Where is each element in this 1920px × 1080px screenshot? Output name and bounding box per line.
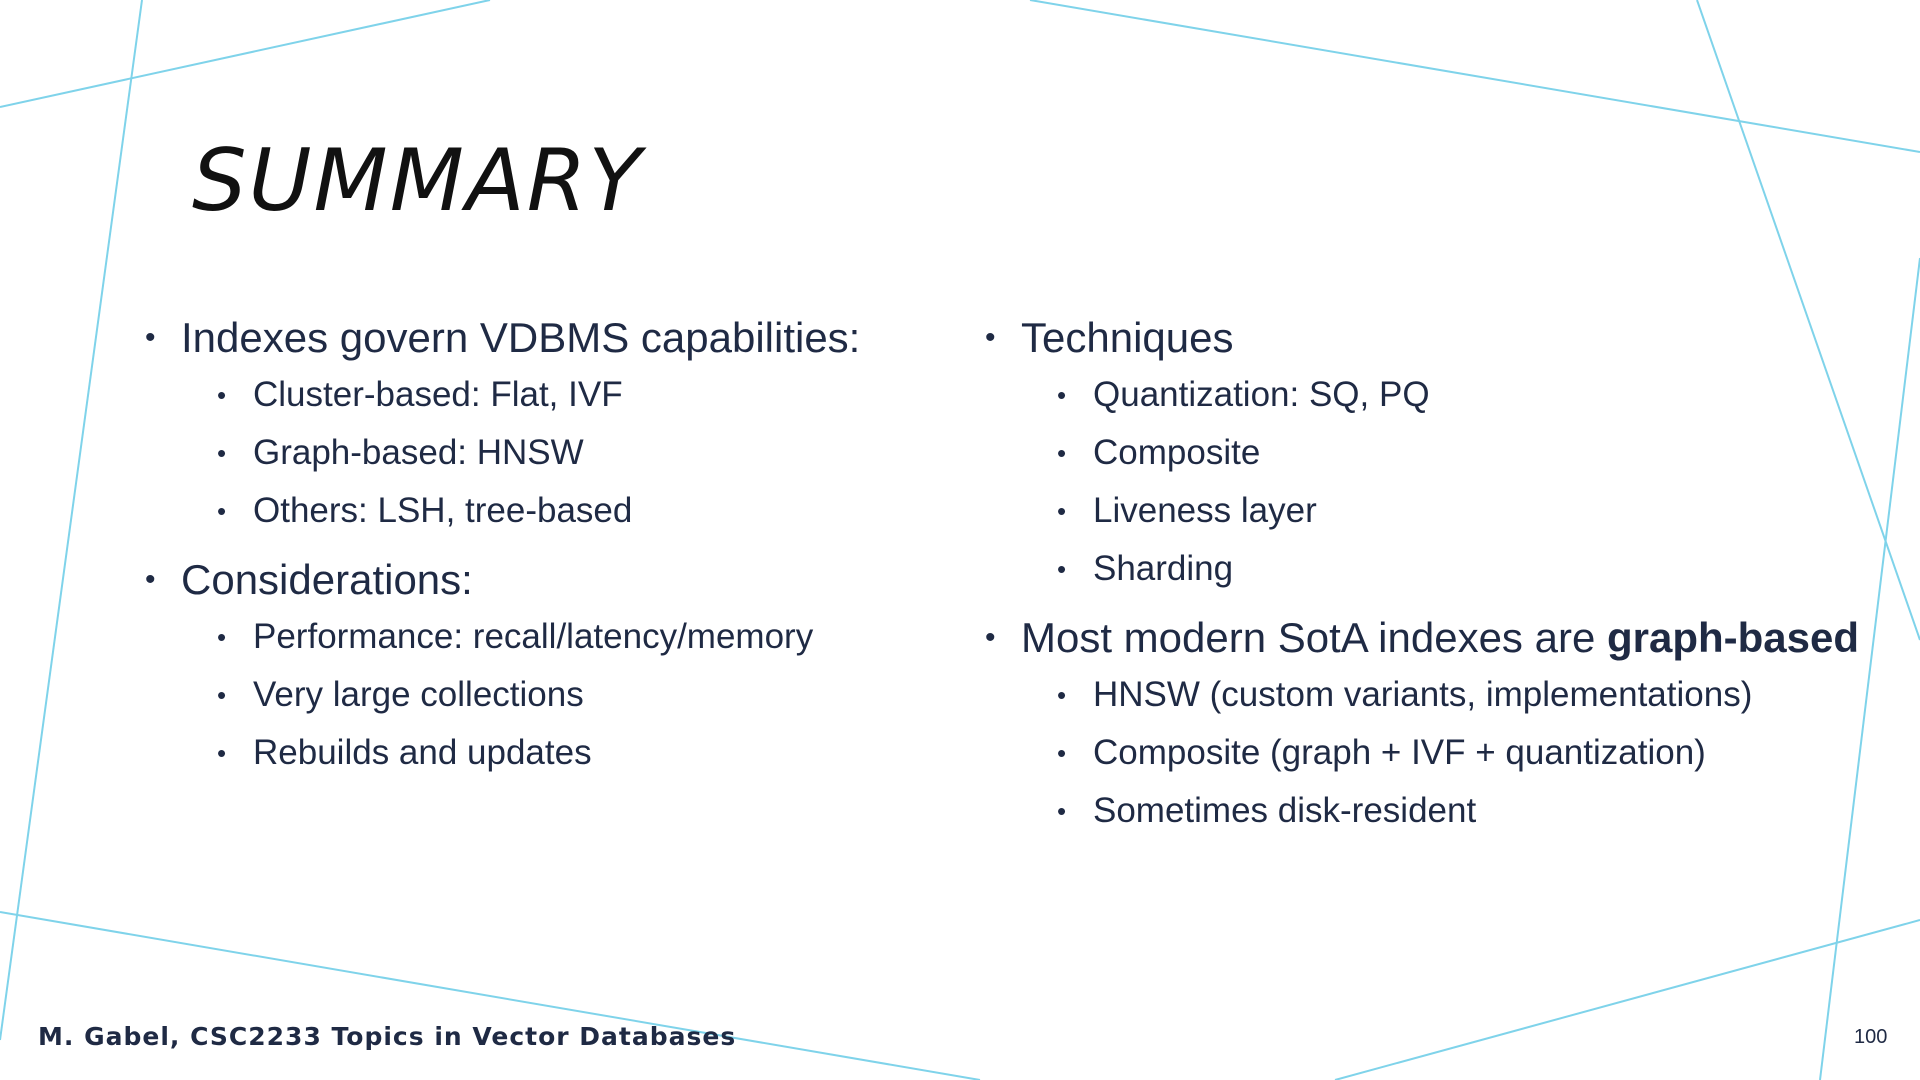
bullet-considerations: • Considerations:: [143, 552, 943, 608]
sub-bullet: • Others: LSH, tree-based: [143, 482, 943, 540]
bullet-marker: •: [217, 680, 227, 710]
bullet-indexes: • Indexes govern VDBMS capabilities:: [143, 310, 943, 366]
sub-bullet: • Composite (graph + IVF + quantization): [983, 724, 1903, 782]
bullet-indexes-label: Indexes govern VDBMS capabilities:: [181, 314, 861, 361]
slide-footer: M. Gabel, CSC2233 Topics in Vector Datab…: [38, 1022, 737, 1051]
bullet-marker: •: [217, 496, 227, 526]
sub-bullet-label: Performance: recall/latency/memory: [253, 617, 814, 656]
bullet-marker: •: [1057, 680, 1067, 710]
bullet-marker: •: [985, 321, 996, 354]
bullet-marker: •: [145, 563, 156, 596]
sub-bullet: • Very large collections: [143, 666, 943, 724]
sub-bullet-label: Very large collections: [253, 675, 584, 714]
sub-bullet: • HNSW (custom variants, implementations): [983, 666, 1903, 724]
sub-bullet-label: Sometimes disk-resident: [1093, 791, 1477, 830]
sub-bullet-label: Graph-based: HNSW: [253, 433, 584, 472]
sub-bullet: • Rebuilds and updates: [143, 724, 943, 782]
bullet-marker: •: [217, 438, 227, 468]
sub-bullet-label: Composite: [1093, 433, 1261, 472]
sub-bullet: • Liveness layer: [983, 482, 1903, 540]
sub-bullet-label: Liveness layer: [1093, 491, 1317, 530]
bullet-marker: •: [1057, 738, 1067, 768]
sub-bullet: • Composite: [983, 424, 1903, 482]
page-number: 100: [1854, 1026, 1888, 1048]
bullet-modern-label: Most modern SotA indexes are: [1021, 614, 1607, 661]
bullet-marker: •: [985, 621, 996, 654]
sub-bullet-label: Composite (graph + IVF + quantization): [1093, 733, 1706, 772]
sub-bullet: • Sharding: [983, 540, 1903, 598]
sub-bullet-label: Others: LSH, tree-based: [253, 491, 633, 530]
bullet-techniques-label: Techniques: [1021, 314, 1234, 361]
left-column: • Indexes govern VDBMS capabilities: • Clu…: [143, 310, 943, 782]
bullet-marker: •: [1057, 796, 1067, 826]
sub-bullet-label: Sharding: [1093, 549, 1234, 588]
sub-bullet-label: Cluster-based: Flat, IVF: [253, 375, 623, 414]
sub-bullet-label: Quantization: SQ, PQ: [1093, 375, 1430, 414]
bullet-marker: •: [1057, 438, 1067, 468]
bullet-marker: •: [1057, 496, 1067, 526]
bullet-marker: •: [1057, 380, 1067, 410]
sub-bullet: • Performance: recall/latency/memory: [143, 608, 943, 666]
sub-bullet-label: Rebuilds and updates: [253, 733, 592, 772]
bullet-modern-emphasis: graph-based: [1606, 614, 1860, 661]
sub-bullet: • Cluster-based: Flat, IVF: [143, 366, 943, 424]
bullet-marker: •: [145, 321, 156, 354]
sub-bullet-label: HNSW (custom variants, implementations): [1093, 675, 1753, 714]
slide-title: SUMMARY: [192, 131, 644, 231]
sub-bullet: • Sometimes disk-resident: [983, 782, 1903, 840]
bullet-marker: •: [217, 622, 227, 652]
sub-bullet: • Quantization: SQ, PQ: [983, 366, 1903, 424]
right-column: • Techniques • Quantization: SQ, PQ • Compo…: [983, 310, 1903, 840]
bullet-considerations-label: Considerations:: [181, 556, 473, 603]
sub-bullet: • Graph-based: HNSW: [143, 424, 943, 482]
bullet-marker: •: [1057, 554, 1067, 584]
bullet-modern-indexes: • Most modern SotA indexes are graph-base…: [983, 610, 1903, 666]
bullet-marker: •: [217, 380, 227, 410]
bullet-techniques: • Techniques: [983, 310, 1903, 366]
bullet-marker: •: [217, 738, 227, 768]
